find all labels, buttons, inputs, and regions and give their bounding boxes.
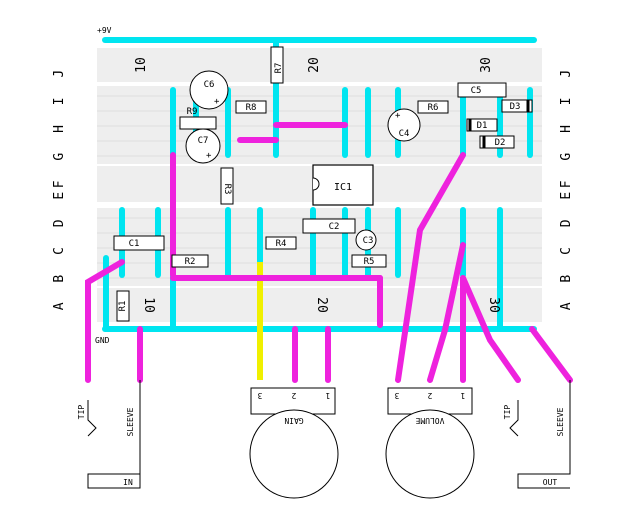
svg-text:C5: C5 <box>471 86 482 96</box>
vcc-label: +9V <box>97 26 112 35</box>
pot-gain-label: GAIN <box>284 416 303 425</box>
resistor-r3: R3 <box>220 167 234 205</box>
diode-d3: D3 <box>501 99 533 113</box>
svg-text:2: 2 <box>291 391 296 400</box>
svg-text:+: + <box>214 97 220 107</box>
svg-text:2: 2 <box>427 391 432 400</box>
diode-d1: D1 <box>466 118 498 132</box>
svg-text:3: 3 <box>257 391 262 400</box>
resistor-r8: R8 <box>235 100 267 114</box>
row-labels-lower: A B C D E <box>559 186 574 310</box>
resistor-r4: R4 <box>265 236 297 250</box>
resistor-r7: R7 <box>270 46 284 84</box>
pot-volume-label: VOLUME <box>415 416 444 425</box>
resistor-r6: R6 <box>417 100 449 114</box>
svg-text:3: 3 <box>394 391 399 400</box>
svg-text:C6: C6 <box>204 80 215 90</box>
jack-output: TIP SLEEVE OUT <box>503 380 571 489</box>
resistors: R8 R9 R7 R3 R6 R4 R2 R5 R1 <box>116 46 449 322</box>
diode-d2: D2 <box>479 135 515 149</box>
svg-text:R7: R7 <box>274 63 284 74</box>
resistor-r2: R2 <box>171 254 209 268</box>
pot-volume: VOLUME 3 2 1 <box>385 387 475 499</box>
hookup-wires <box>85 122 573 383</box>
svg-text:IN: IN <box>123 478 133 487</box>
svg-text:1: 1 <box>460 391 465 400</box>
svg-text:C1: C1 <box>129 239 140 249</box>
svg-text:20: 20 <box>314 297 329 313</box>
ic1: IC1 <box>312 164 374 206</box>
svg-text:+: + <box>395 111 401 121</box>
svg-text:R6: R6 <box>428 103 439 113</box>
resistor-r5: R5 <box>351 254 387 268</box>
capacitor-c5: C5 <box>457 82 507 98</box>
svg-text:R1: R1 <box>118 301 128 312</box>
pot-gain: GAIN 3 2 1 <box>249 387 339 499</box>
capacitor-c2: C2 <box>302 218 356 234</box>
svg-text:D1: D1 <box>477 121 488 131</box>
resistor-r9: R9 <box>179 107 217 130</box>
svg-text:SLEEVE: SLEEVE <box>556 407 565 436</box>
svg-text:R9: R9 <box>187 107 198 117</box>
column-numbers: 10 20 30 10 20 30 <box>134 57 501 313</box>
capacitor-c6: C6 + <box>189 70 229 110</box>
ic1-label: IC1 <box>334 182 352 193</box>
svg-text:TIP: TIP <box>503 405 512 420</box>
svg-text:R8: R8 <box>246 103 257 113</box>
capacitor-c4: C4 + <box>387 108 421 142</box>
svg-text:30: 30 <box>486 297 501 313</box>
row-labels-upper: F G H I J <box>559 64 574 188</box>
svg-text:R2: R2 <box>185 257 196 267</box>
gnd-label: GND <box>95 336 110 345</box>
svg-text:C7: C7 <box>198 136 209 146</box>
resistor-r1: R1 <box>116 290 130 322</box>
svg-text:1: 1 <box>325 391 330 400</box>
jack-input: TIP SLEEVE IN <box>77 380 141 489</box>
row-labels-lower: A B C D E <box>52 186 67 310</box>
svg-text:10: 10 <box>141 297 156 313</box>
svg-text:R3: R3 <box>222 184 232 195</box>
svg-text:R4: R4 <box>276 239 287 249</box>
svg-text:OUT: OUT <box>543 478 558 487</box>
svg-text:C4: C4 <box>399 129 410 139</box>
svg-text:D3: D3 <box>510 102 521 112</box>
svg-text:C2: C2 <box>329 222 340 232</box>
svg-text:R5: R5 <box>364 257 375 267</box>
svg-text:30: 30 <box>479 57 494 73</box>
capacitor-c1: C1 <box>113 235 165 251</box>
svg-text:TIP: TIP <box>77 405 86 420</box>
capacitor-c3: C3 <box>355 229 377 251</box>
svg-text:D2: D2 <box>495 138 506 148</box>
capacitor-c7: C7 + <box>185 128 221 164</box>
svg-text:+: + <box>206 151 212 161</box>
capacitors: C6 + C7 + C4 + C5 C1 C2 C3 <box>113 70 507 251</box>
row-labels-upper: F G H I J <box>52 64 67 188</box>
row-labels: F G H I J A B C D E F G H I J A B C D E <box>52 64 574 310</box>
svg-text:10: 10 <box>134 57 149 73</box>
svg-text:20: 20 <box>307 57 322 73</box>
diodes: D3 D1 D2 <box>466 99 533 149</box>
svg-text:C3: C3 <box>363 236 374 246</box>
svg-text:SLEEVE: SLEEVE <box>126 407 135 436</box>
